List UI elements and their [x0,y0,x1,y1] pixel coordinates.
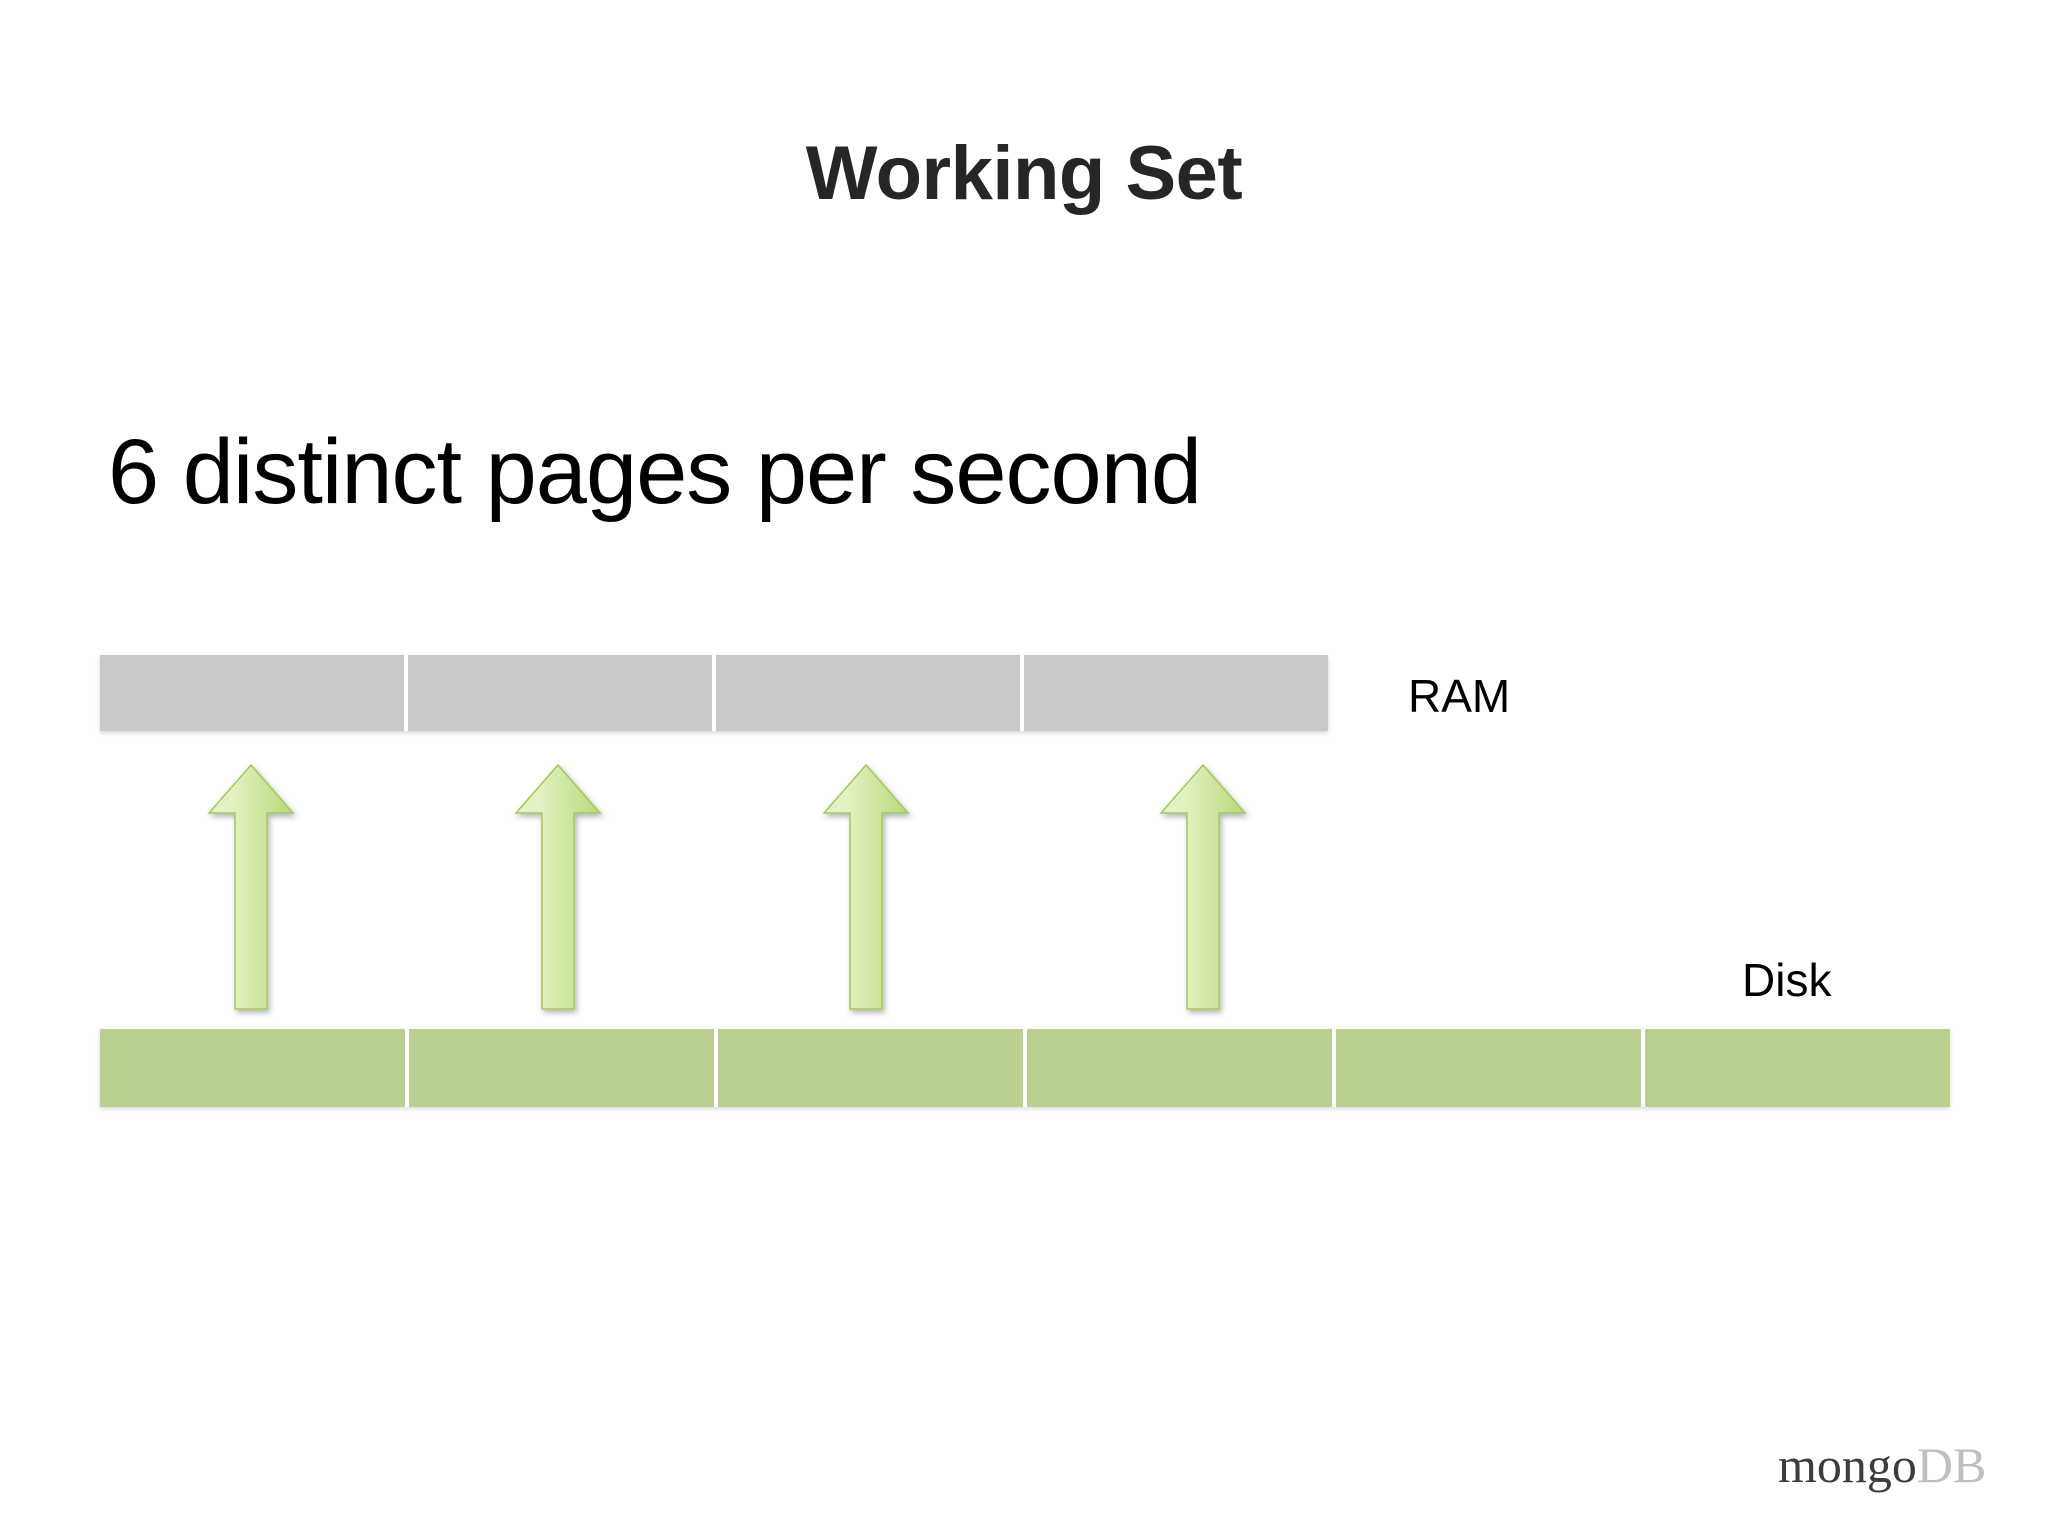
disk-page-cell [1645,1029,1950,1107]
mongodb-logo-db: DB [1916,1437,1987,1493]
ram-page-cell [716,655,1024,731]
disk-page-cell [100,1029,409,1107]
mongodb-logo-mongo: mongo [1778,1437,1917,1493]
ram-page-cell [1024,655,1328,731]
arrow-disk-to-ram-1 [205,761,297,1013]
disk-page-cell [409,1029,718,1107]
arrow-disk-to-ram-3 [820,761,912,1013]
mongodb-logo: mongoDB [1778,1440,1986,1490]
ram-label: RAM [1408,670,1511,722]
ram-page-cell [408,655,716,731]
up-arrow-icon [514,763,602,1010]
arrow-disk-to-ram-2 [512,761,604,1013]
disk-label: Disk [1742,954,1832,1006]
slide-statement: 6 distinct pages per second [108,421,1202,523]
disk-storage-bar [100,1029,1950,1107]
ram-page-cell [100,655,408,731]
page-title: Working Set [805,131,1243,216]
up-arrow-icon [822,763,910,1010]
disk-page-cell [718,1029,1027,1107]
up-arrow-icon [1159,763,1247,1010]
arrow-disk-to-ram-4 [1157,761,1249,1013]
up-arrow-icon [207,763,295,1010]
disk-page-cell [1336,1029,1645,1107]
ram-memory-bar [100,655,1328,731]
disk-page-cell [1027,1029,1336,1107]
